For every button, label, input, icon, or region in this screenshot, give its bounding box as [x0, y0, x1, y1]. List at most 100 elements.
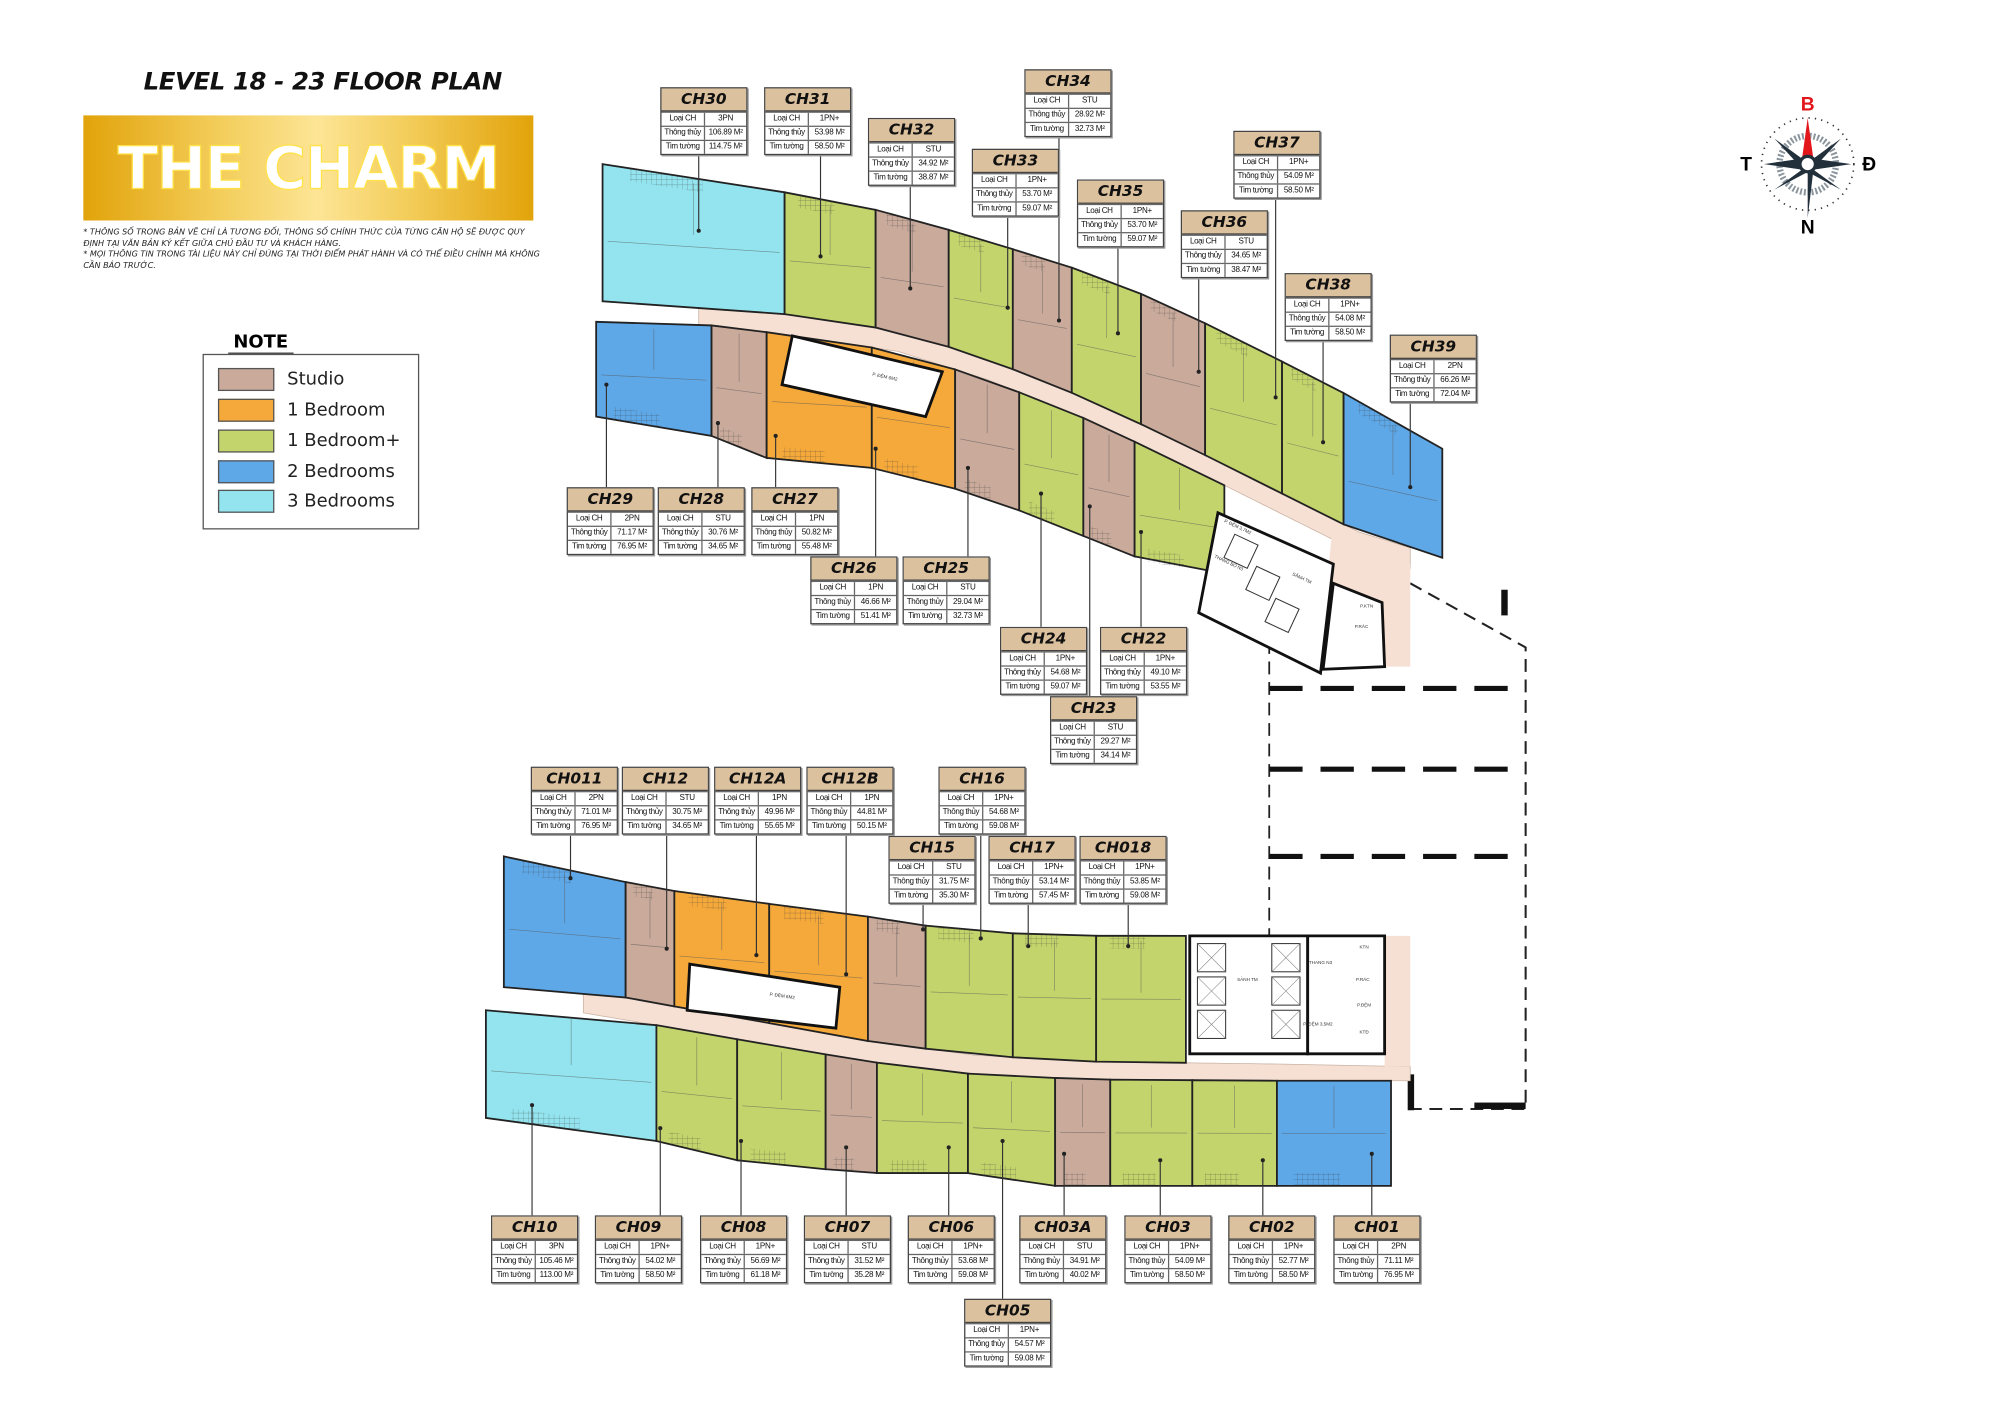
unit-ch06[interactable] — [876, 1061, 969, 1174]
unit-code: CH10 — [492, 1216, 577, 1240]
row-label: Tim tường — [1229, 1269, 1274, 1283]
unit-ch10[interactable] — [484, 1009, 658, 1143]
unit-ch32[interactable] — [874, 208, 950, 349]
unit-ch25[interactable] — [954, 368, 1021, 512]
unit-ch05[interactable] — [967, 1072, 1057, 1187]
unit-ch34[interactable] — [1011, 247, 1073, 395]
leader-dot — [1005, 305, 1010, 310]
row-value: 54.02 M² — [645, 1256, 676, 1266]
unit-ch39[interactable] — [1342, 391, 1444, 559]
row-label: Thông thủy — [904, 596, 948, 609]
balcony — [1025, 933, 1059, 948]
compass: B T Đ N — [1740, 94, 1876, 238]
balcony — [964, 478, 991, 500]
unit-ch15[interactable] — [867, 915, 927, 1050]
row-label: Tim tường — [869, 171, 913, 185]
unit-ch03[interactable] — [1109, 1078, 1194, 1187]
unit-ch09[interactable] — [655, 1024, 739, 1162]
unit-ch33[interactable] — [947, 228, 1014, 371]
balcony — [629, 168, 703, 193]
unit-code: CH06 — [908, 1216, 994, 1240]
legend-label: 2 Bedrooms — [287, 460, 395, 482]
unit-ch30[interactable] — [601, 163, 786, 316]
unit-ch03a[interactable] — [1054, 1077, 1112, 1187]
unit-ch31[interactable] — [783, 191, 877, 329]
unit-ch28[interactable] — [710, 324, 768, 460]
row-label: Tim tường — [812, 610, 856, 624]
unit-ch23[interactable] — [1082, 416, 1136, 558]
row-label: Thông thủy — [662, 126, 706, 140]
unit-ch07[interactable] — [824, 1053, 878, 1175]
extension-wall — [1407, 1074, 1415, 1111]
row-value: 1PN+ — [1019, 1325, 1040, 1335]
legend-swatch — [217, 398, 275, 422]
unit-ch37[interactable] — [1204, 321, 1283, 496]
row-label: Tim tường — [662, 141, 706, 154]
unit-ch08[interactable] — [736, 1038, 827, 1171]
leader-dot — [529, 1103, 535, 1108]
balcony — [876, 918, 900, 935]
unit-ch16[interactable] — [924, 924, 1014, 1059]
row-value: 59.08 M² — [1014, 1353, 1045, 1363]
unit-ch29[interactable] — [595, 320, 713, 437]
row-label: Loại CH — [753, 512, 797, 526]
row-label: Loại CH — [1051, 721, 1095, 735]
row-label: Thông thủy — [1078, 219, 1122, 233]
row-label: Thông thủy — [1335, 1255, 1379, 1268]
leader-dot — [754, 953, 759, 958]
row-label: Thông thủy — [808, 806, 852, 820]
balcony — [1358, 400, 1398, 436]
unit-ch01[interactable] — [1276, 1079, 1392, 1187]
row-label: Loại CH — [909, 1241, 953, 1254]
unit-ch018[interactable] — [1095, 934, 1187, 1064]
row-value: 29.04 M² — [953, 597, 983, 607]
row-value: STU — [861, 1242, 878, 1252]
unit-ch24[interactable] — [1018, 390, 1085, 538]
unit-ch17[interactable] — [1011, 932, 1098, 1063]
unit-ch02[interactable] — [1191, 1079, 1278, 1187]
unit-ch011[interactable] — [502, 855, 627, 999]
row-label: Loại CH — [659, 512, 703, 526]
